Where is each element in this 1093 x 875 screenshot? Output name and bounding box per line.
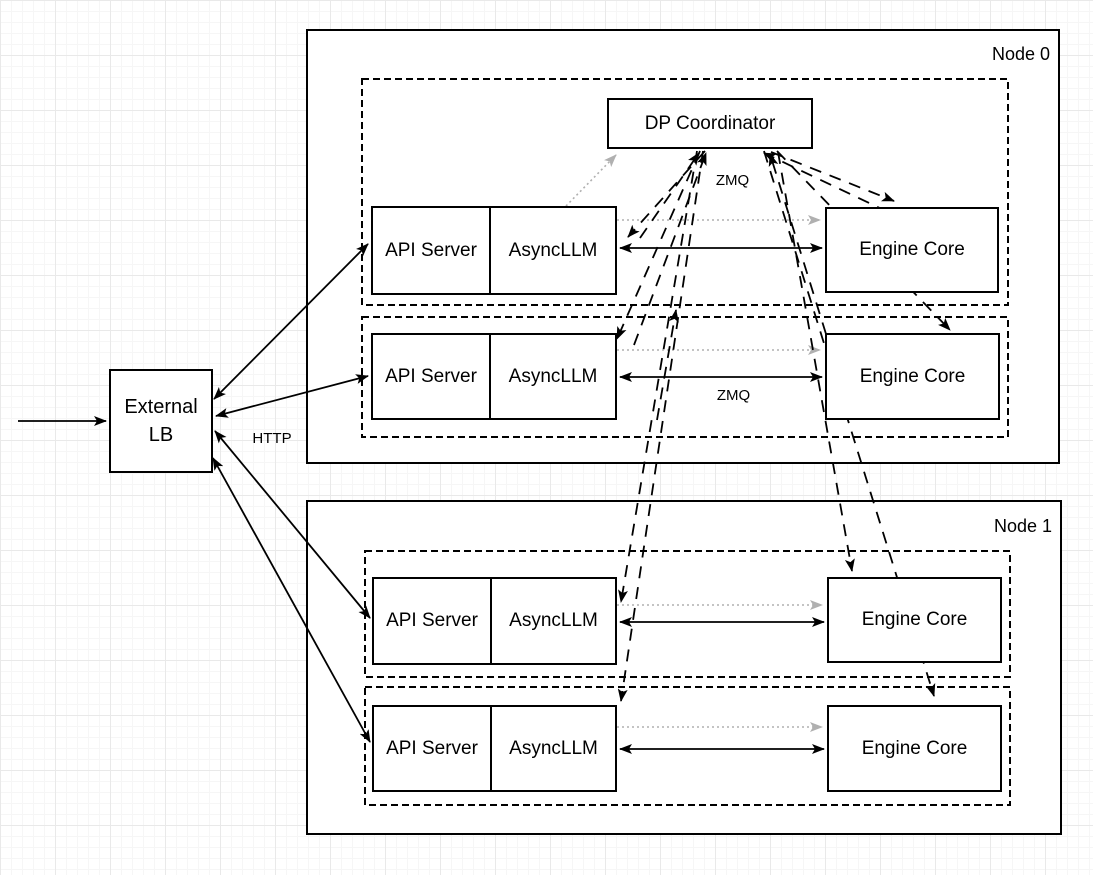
api-server-asyncllm-box-3: API Server AsyncLLM	[372, 577, 617, 665]
asyncllm-4-label: AsyncLLM	[509, 737, 598, 759]
api-server-3: API Server	[374, 579, 492, 663]
asyncllm-4: AsyncLLM	[492, 707, 615, 790]
edges	[18, 150, 951, 754]
engine-core-2-label: Engine Core	[859, 365, 966, 387]
external-lb-label-line2: LB	[148, 424, 174, 446]
api-server-3-label: API Server	[386, 610, 478, 631]
dashed-engine2-coordinator	[768, 153, 827, 335]
http-label: HTTP	[252, 430, 292, 447]
asyncllm-1: AsyncLLM	[491, 208, 615, 293]
asyncllm-3-label: AsyncLLM	[509, 610, 598, 631]
replica-2-outline	[361, 316, 1009, 438]
api-server-asyncllm-box-1: API Server AsyncLLM	[371, 206, 617, 295]
api-server-asyncllm-box-2: API Server AsyncLLM	[371, 333, 617, 420]
dashed-coordinator-engine1	[770, 151, 895, 202]
external-lb-label-line1: External	[124, 396, 198, 418]
node-0-label: Node 0	[991, 44, 1050, 64]
engine-core-3-label: Engine Core	[861, 609, 968, 630]
engine-core-4-box: Engine Core	[827, 705, 1002, 792]
dashed-coordinator-asyncllm2	[616, 150, 701, 340]
replica-4-outline	[364, 686, 1011, 806]
asyncllm-2-label: AsyncLLM	[508, 365, 598, 387]
dashed-coordinator-engine3	[777, 151, 855, 572]
dotted-asyncllm1-coordinator	[565, 154, 617, 207]
api-server-4: API Server	[374, 707, 492, 790]
dashed-coordinator-asyncllm4	[617, 150, 704, 702]
api-server-1-label: API Server	[385, 239, 477, 261]
api-server-1: API Server	[373, 208, 491, 293]
replica-outlines	[361, 78, 1011, 806]
engine-core-2-box: Engine Core	[825, 333, 1000, 420]
dashed-engine1-coordinator	[763, 152, 889, 213]
zmq-coordinator-label: ZMQ	[715, 172, 750, 189]
external-lb-box: External LB	[109, 369, 213, 473]
asyncllm-1-label: AsyncLLM	[508, 239, 598, 261]
dashed-coordinator-asyncllm1	[627, 150, 706, 238]
zmq-row2-label: ZMQ	[716, 387, 751, 404]
replica-1-outline	[361, 78, 1009, 306]
arrow-lb-api-server-1	[213, 243, 369, 400]
api-server-2-label: API Server	[385, 365, 477, 387]
api-server-4-label: API Server	[386, 737, 478, 759]
asyncllm-3: AsyncLLM	[492, 579, 615, 663]
dp-coordinator-box: DP Coordinator	[607, 98, 813, 149]
dashed-asyncllm1-coordinator	[639, 152, 700, 239]
dashed-up-replica-boundary	[656, 309, 679, 421]
api-server-2: API Server	[373, 335, 491, 418]
api-server-asyncllm-box-4: API Server AsyncLLM	[372, 705, 617, 792]
dashed-coordinator-asyncllm3	[618, 150, 698, 603]
engine-core-1-label: Engine Core	[859, 239, 965, 260]
arrow-lb-api-server-3	[214, 430, 371, 619]
engine-core-4-label: Engine Core	[861, 737, 968, 759]
engine-core-3-box: Engine Core	[827, 577, 1002, 663]
dashed-coordinator-engine4	[763, 150, 936, 697]
dp-coordinator-label: DP Coordinator	[644, 112, 776, 134]
dashed-asyncllm2-coordinator	[633, 152, 707, 346]
engine-core-1-box: Engine Core	[825, 207, 999, 293]
arrow-lb-api-server-2	[215, 374, 369, 418]
node-1-label: Node 1	[993, 516, 1052, 536]
arrow-lb-api-server-4	[212, 457, 371, 743]
asyncllm-2: AsyncLLM	[491, 335, 615, 418]
